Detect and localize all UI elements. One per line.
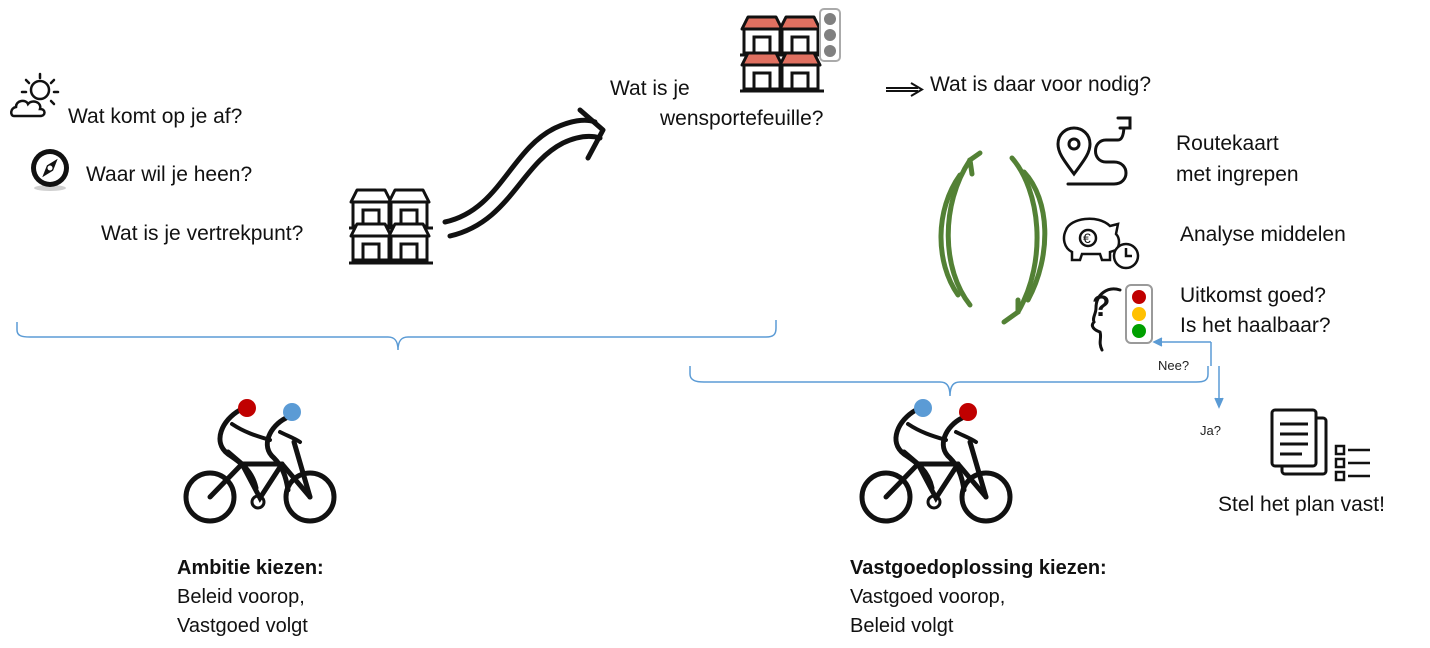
wave-arrow-icon [442, 107, 606, 239]
phase2-bracket [689, 366, 1209, 397]
route-label-1: Routekaart [1176, 132, 1279, 155]
traffic-light-icon [1125, 284, 1153, 344]
phase1-line-1: Beleid voorop, [177, 586, 305, 608]
right-arrow-icon [886, 82, 924, 97]
piggy-bank-clock-icon: € [1062, 217, 1140, 270]
cycle-arrows-icon [938, 150, 1048, 325]
tandem-bike-icon [186, 399, 334, 521]
question-starting-point: Wat is je vertrekpunt? [101, 222, 304, 245]
wish-line-2: wensportefeuille? [660, 107, 824, 130]
route-map-icon [1056, 116, 1132, 186]
outcome-label-1: Uitkomst goed? [1180, 284, 1326, 307]
final-step-label: Stel het plan vast! [1218, 493, 1385, 516]
houses-icon [349, 188, 433, 265]
document-checklist-icon [1270, 408, 1370, 482]
analysis-label: Analyse middelen [1180, 223, 1346, 246]
phase2-title: Vastgoedoplossing kiezen: [850, 557, 1107, 579]
route-label-2: met ingrepen [1176, 163, 1299, 186]
question-where-to-go: Waar wil je heen? [86, 163, 253, 186]
tandem-bike-icon [862, 399, 1010, 521]
phase2-caption: Vastgoedoplossing kiezen: Vastgoed vooro… [850, 554, 1107, 641]
phase1-caption: Ambitie kiezen: Beleid voorop, Vastgoed … [177, 554, 324, 641]
yes-label: Ja? [1200, 423, 1221, 438]
compass-icon [31, 149, 69, 191]
decision-arrows [1152, 337, 1224, 409]
phase1-bracket [16, 320, 777, 351]
svg-text:?: ? [1092, 290, 1110, 323]
phase1-line-2: Vastgoed volgt [177, 615, 308, 637]
svg-text:€: € [1083, 230, 1091, 246]
question-what-is-coming: Wat komt op je af? [68, 105, 243, 128]
phase2-line-2: Beleid volgt [850, 615, 954, 637]
outcome-label-2: Is het haalbaar? [1180, 314, 1331, 337]
no-label: Nee? [1158, 358, 1190, 373]
needs-question: Wat is daar voor nodig? [930, 73, 1152, 96]
wish-line-1: Wat is je [610, 77, 690, 100]
weather-icon [10, 72, 60, 118]
thinking-head-icon: ? [1090, 287, 1122, 352]
phase2-line-1: Vastgoed voorop, [850, 586, 1006, 608]
phase1-title: Ambitie kiezen: [177, 557, 324, 579]
houses-traffic-light-icon [740, 8, 841, 93]
